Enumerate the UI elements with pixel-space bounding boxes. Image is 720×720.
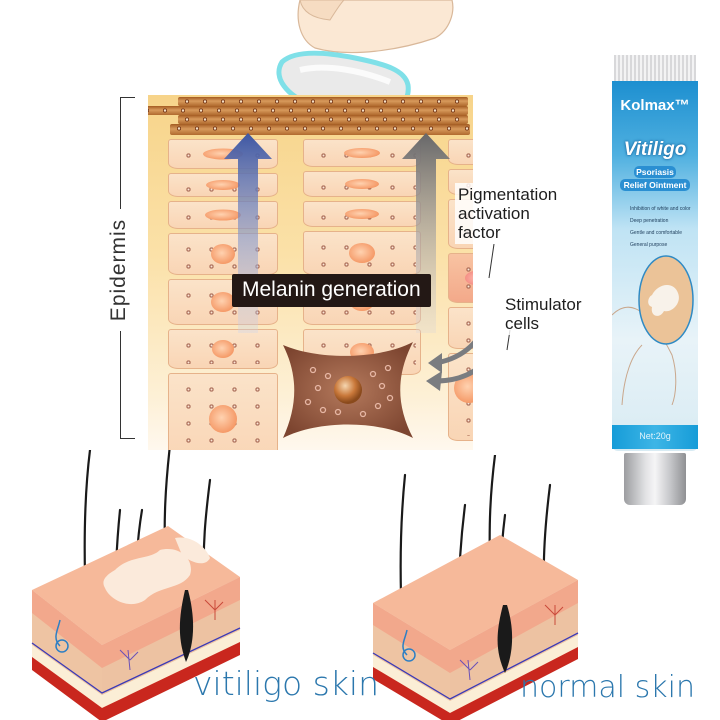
feature-item: General purpose	[630, 242, 668, 248]
feature-item: Deep penetration	[630, 218, 669, 224]
tube-subtitle-relief: Relief Ointment	[620, 179, 690, 191]
melanocyte-cell	[283, 342, 413, 438]
stimulator-cells-label: Stimulator cells	[502, 293, 598, 335]
tube-title: Vitiligo	[623, 139, 687, 160]
epidermis-diagram	[148, 95, 473, 450]
callout-line: Stimulator	[505, 295, 582, 314]
normal-skin-model	[372, 455, 579, 720]
blue-up-arrow	[224, 133, 272, 333]
callout-line: activation	[458, 204, 530, 223]
ointment-tube: Kolmax™ Vitiligo Psoriasis Relief Ointme…	[612, 55, 698, 510]
pigmentation-activation-factor-label: Pigmentation activation factor	[455, 183, 601, 244]
gray-curved-arrow	[426, 340, 473, 391]
callout-line: factor	[458, 223, 501, 242]
tube-band	[612, 425, 698, 449]
normal-skin-caption: normal skin	[520, 670, 696, 705]
stratum-corneum-strip	[178, 97, 468, 106]
stratum-corneum-strip	[170, 124, 470, 135]
callout-line: Pigmentation	[458, 185, 558, 204]
epidermis-label: Epidermis	[107, 209, 131, 331]
gray-up-arrow	[402, 133, 450, 333]
stratum-corneum-strip	[178, 115, 468, 124]
tube-features: Inhibition of white and color Deep penet…	[630, 203, 696, 251]
tube-subtitle-psoriasis: Psoriasis	[634, 166, 676, 178]
stratum-corneum-strip	[148, 106, 468, 115]
callout-line: cells	[505, 314, 540, 333]
tube-crimp	[614, 55, 696, 82]
feature-item: Inhibition of white and color	[630, 206, 691, 212]
tube-net-weight: Net:20g	[639, 431, 671, 441]
melanin-generation-label: Melanin generation	[232, 274, 431, 307]
tube-brand: Kolmax™	[620, 97, 690, 114]
skin-patch-illustration	[612, 255, 694, 405]
vitiligo-skin-caption: vitiligo skin	[193, 664, 380, 703]
feature-item: Gentle and comfortable	[630, 230, 682, 236]
vitiligo-skin-model	[31, 450, 241, 720]
tube-cap	[624, 453, 686, 505]
